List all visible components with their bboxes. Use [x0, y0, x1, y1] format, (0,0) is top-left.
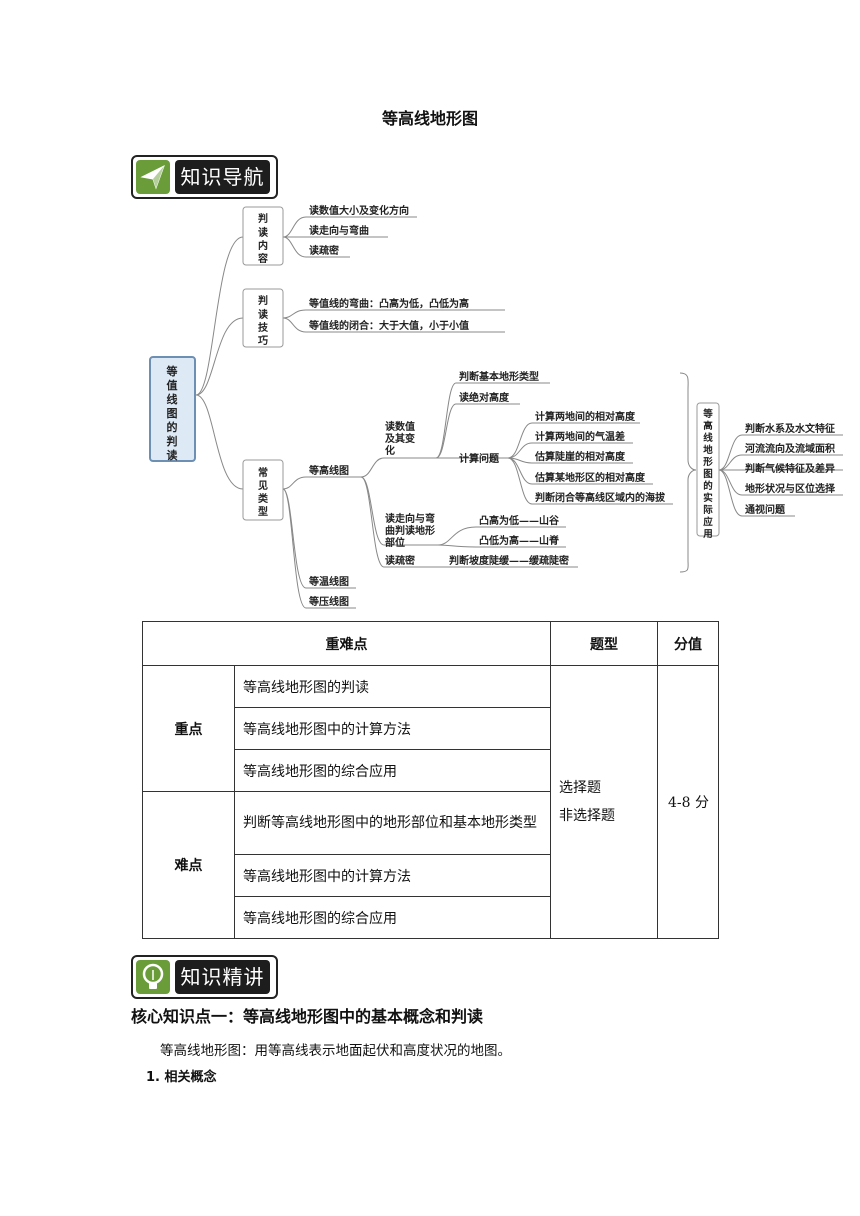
app-item: 地形状况与区位选择 [745, 482, 836, 495]
header-score: 分值 [657, 621, 719, 666]
svg-text:见: 见 [258, 480, 268, 492]
rd-item: 凸高为低——山谷 [479, 514, 560, 527]
svg-text:容: 容 [257, 252, 268, 265]
key-item: 等高线地形图中的计算方法 [233, 707, 552, 750]
density-node: 读疏密 [385, 554, 415, 567]
key-item: 等高线地形图的综合应用 [233, 749, 552, 792]
svg-text:读走向与弯: 读走向与弯 [385, 512, 435, 525]
calc-item: 估算某地形区的相对高度 [534, 471, 646, 484]
diff-label: 难点 [142, 791, 235, 939]
svg-text:读: 读 [167, 448, 178, 462]
b1-item: 读数值大小及变化方向 [309, 204, 409, 217]
calc-item: 计算两地间的气温差 [535, 430, 625, 443]
svg-text:高: 高 [703, 420, 713, 432]
rd-item: 凸低为高——山脊 [479, 534, 560, 547]
page-title: 等高线地形图 [381, 109, 478, 128]
isobar-node: 等压线图 [309, 595, 349, 608]
lecture-badge-label: 知识精讲 [175, 960, 270, 994]
svg-text:技: 技 [258, 321, 269, 334]
svg-text:的: 的 [703, 480, 713, 492]
header-key: 重难点 [141, 621, 552, 666]
svg-text:用: 用 [702, 529, 713, 540]
svg-text:线: 线 [167, 392, 178, 406]
nav-badge: 知识导航 [131, 155, 278, 199]
diff-item: 判断等高线地形图中的地形部位和基本地形类型 [233, 791, 552, 855]
svg-text:型: 型 [258, 505, 268, 518]
svg-text:判: 判 [167, 434, 178, 448]
svg-text:读数值: 读数值 [385, 420, 415, 433]
mindmap: 等 值 线 图 的 判 读 判 读 内 容 判 读 技 巧 常 见 类 型 等 … [149, 204, 843, 609]
isotherm-node: 等温线图 [309, 575, 349, 588]
app-item: 判断气候特征及差异 [745, 462, 835, 475]
svg-text:线: 线 [703, 432, 713, 444]
svg-text:读: 读 [258, 226, 268, 239]
app-item: 判断水系及水文特征 [745, 422, 835, 435]
svg-text:等: 等 [702, 408, 713, 420]
svg-text:地: 地 [703, 444, 713, 456]
svg-text:判: 判 [258, 294, 268, 307]
app-item: 河流流向及流域面积 [745, 442, 835, 455]
nav-badge-label: 知识导航 [175, 160, 270, 194]
section-title: 核心知识点一：等高线地形图中的基本概念和判读 [131, 1007, 484, 1026]
contour-node: 等高线图 [309, 464, 349, 477]
svg-text:类: 类 [258, 492, 268, 505]
svg-text:实: 实 [703, 492, 713, 504]
svg-text:化: 化 [385, 444, 395, 457]
rv-item: 判断基本地形类型 [459, 370, 539, 383]
svg-text:形: 形 [703, 456, 713, 468]
diff-item: 等高线地形图中的计算方法 [233, 854, 552, 897]
diff-item: 等高线地形图的综合应用 [233, 896, 552, 939]
app-item: 通视问题 [745, 503, 786, 516]
svg-text:的: 的 [167, 420, 178, 434]
b2-item: 等值线的闭合：大于大值，小于小值 [309, 319, 469, 332]
svg-text:曲判读地形: 曲判读地形 [385, 524, 435, 537]
mindmap-root-c1: 等 [166, 364, 178, 378]
calc-item: 判断闭合等高线区域内的海拔 [535, 491, 666, 504]
calc-item: 计算两地间的相对高度 [535, 410, 636, 423]
intro-paragraph: 等高线地形图：用等高线表示地面起伏和高度状况的地图。 [160, 1043, 511, 1059]
svg-text:应: 应 [703, 516, 713, 528]
svg-text:读: 读 [258, 308, 268, 321]
svg-text:图: 图 [167, 407, 178, 420]
header-type: 题型 [550, 621, 659, 666]
b1-item: 读走向与弯曲 [309, 224, 369, 237]
density-item: 判断坡度陡缓——缓疏陡密 [449, 554, 569, 567]
key-points-table: 重难点 题型 分值 重点 等高线地形图的判读 选择题 非选择题 4-8 分 等高… [141, 621, 719, 939]
svg-text:及其变: 及其变 [385, 432, 415, 445]
svg-text:值: 值 [167, 378, 178, 392]
question-types: 选择题 非选择题 [550, 665, 659, 939]
svg-text:际: 际 [703, 505, 713, 516]
b1-item: 读疏密 [309, 244, 339, 257]
key-item: 等高线地形图的判读 [233, 665, 552, 708]
svg-text:部位: 部位 [385, 536, 405, 549]
svg-text:巧: 巧 [258, 335, 268, 347]
paper-plane-icon [136, 160, 170, 194]
svg-text:图: 图 [703, 469, 713, 480]
subheading: 1. 相关概念 [146, 1070, 217, 1085]
key-label: 重点 [142, 665, 235, 792]
b2-item: 等值线的弯曲：凸高为低，凸低为高 [309, 297, 469, 310]
svg-text:判: 判 [258, 212, 268, 225]
rv-item: 读绝对高度 [459, 391, 510, 404]
lecture-badge: 知识精讲 [131, 955, 278, 999]
calc-item: 估算陡崖的相对高度 [534, 450, 626, 463]
calc-node: 计算问题 [459, 452, 500, 465]
score-value: 4-8 分 [657, 665, 719, 939]
svg-text:常: 常 [258, 466, 268, 479]
lightbulb-icon [136, 960, 170, 994]
svg-text:内: 内 [258, 239, 268, 252]
